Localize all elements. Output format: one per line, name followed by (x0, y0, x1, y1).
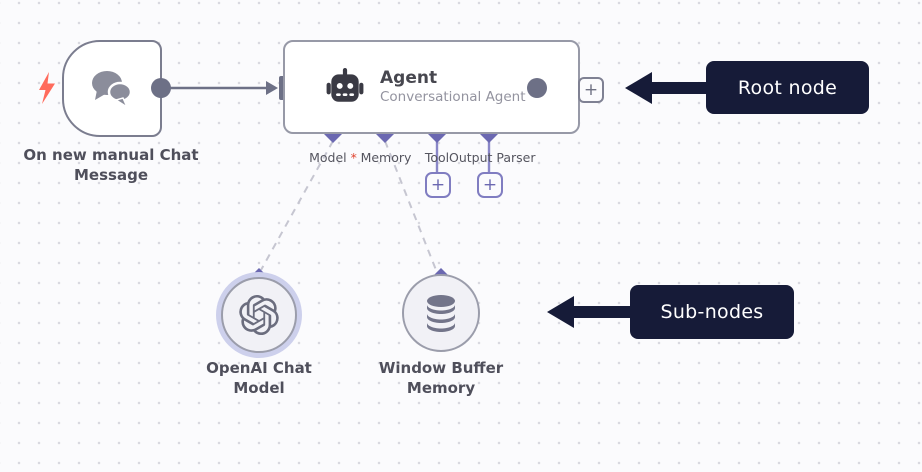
openai-node-label: OpenAI Chat Model (206, 359, 312, 398)
sub-nodes-arrow-shaft (572, 306, 632, 318)
add-output-parser-button[interactable]: + (477, 172, 503, 198)
node-window-buffer-memory[interactable] (402, 274, 480, 352)
buffer-node-label: Window Buffer Memory (378, 359, 504, 398)
connection-memory-to-buffer[interactable] (384, 140, 437, 271)
trigger-output-port[interactable] (151, 78, 171, 98)
root-node-arrow-shaft (650, 82, 708, 94)
agent-output-port[interactable] (527, 78, 547, 98)
root-node-annotation: Root node (706, 61, 869, 114)
trigger-bolt-icon (39, 72, 55, 104)
node-chat-trigger[interactable] (62, 40, 162, 137)
agent-port-label-model: Model * (309, 150, 357, 165)
add-tool-button[interactable]: + (425, 172, 451, 198)
agent-node-title: Agent (380, 67, 438, 88)
node-openai-chat-model[interactable] (221, 277, 297, 353)
chat-bubbles-icon (92, 70, 133, 109)
trigger-node-label: On new manual Chat Message (23, 146, 199, 185)
required-asterisk: * (346, 150, 357, 165)
root-node-arrow-icon (625, 72, 652, 104)
add-next-node-button[interactable]: + (578, 77, 604, 103)
agent-node-subtitle: Conversational Agent (380, 88, 526, 105)
sub-nodes-arrow-icon (547, 296, 574, 328)
agent-port-label-output-parser: Output Parser (449, 150, 536, 165)
agent-port-label-memory: Memory (360, 150, 412, 165)
robot-icon (326, 68, 364, 102)
node-agent[interactable]: Agent Conversational Agent (283, 40, 580, 134)
connection-arrowhead-icon (266, 81, 278, 95)
openai-logo-icon (239, 295, 279, 335)
agent-port-label-tool: Tool (424, 150, 450, 165)
database-icon (427, 295, 455, 332)
connection-model-to-openai[interactable] (260, 140, 334, 271)
sub-nodes-annotation: Sub-nodes (630, 285, 794, 339)
agent-node-text: Agent Conversational Agent (380, 68, 526, 107)
